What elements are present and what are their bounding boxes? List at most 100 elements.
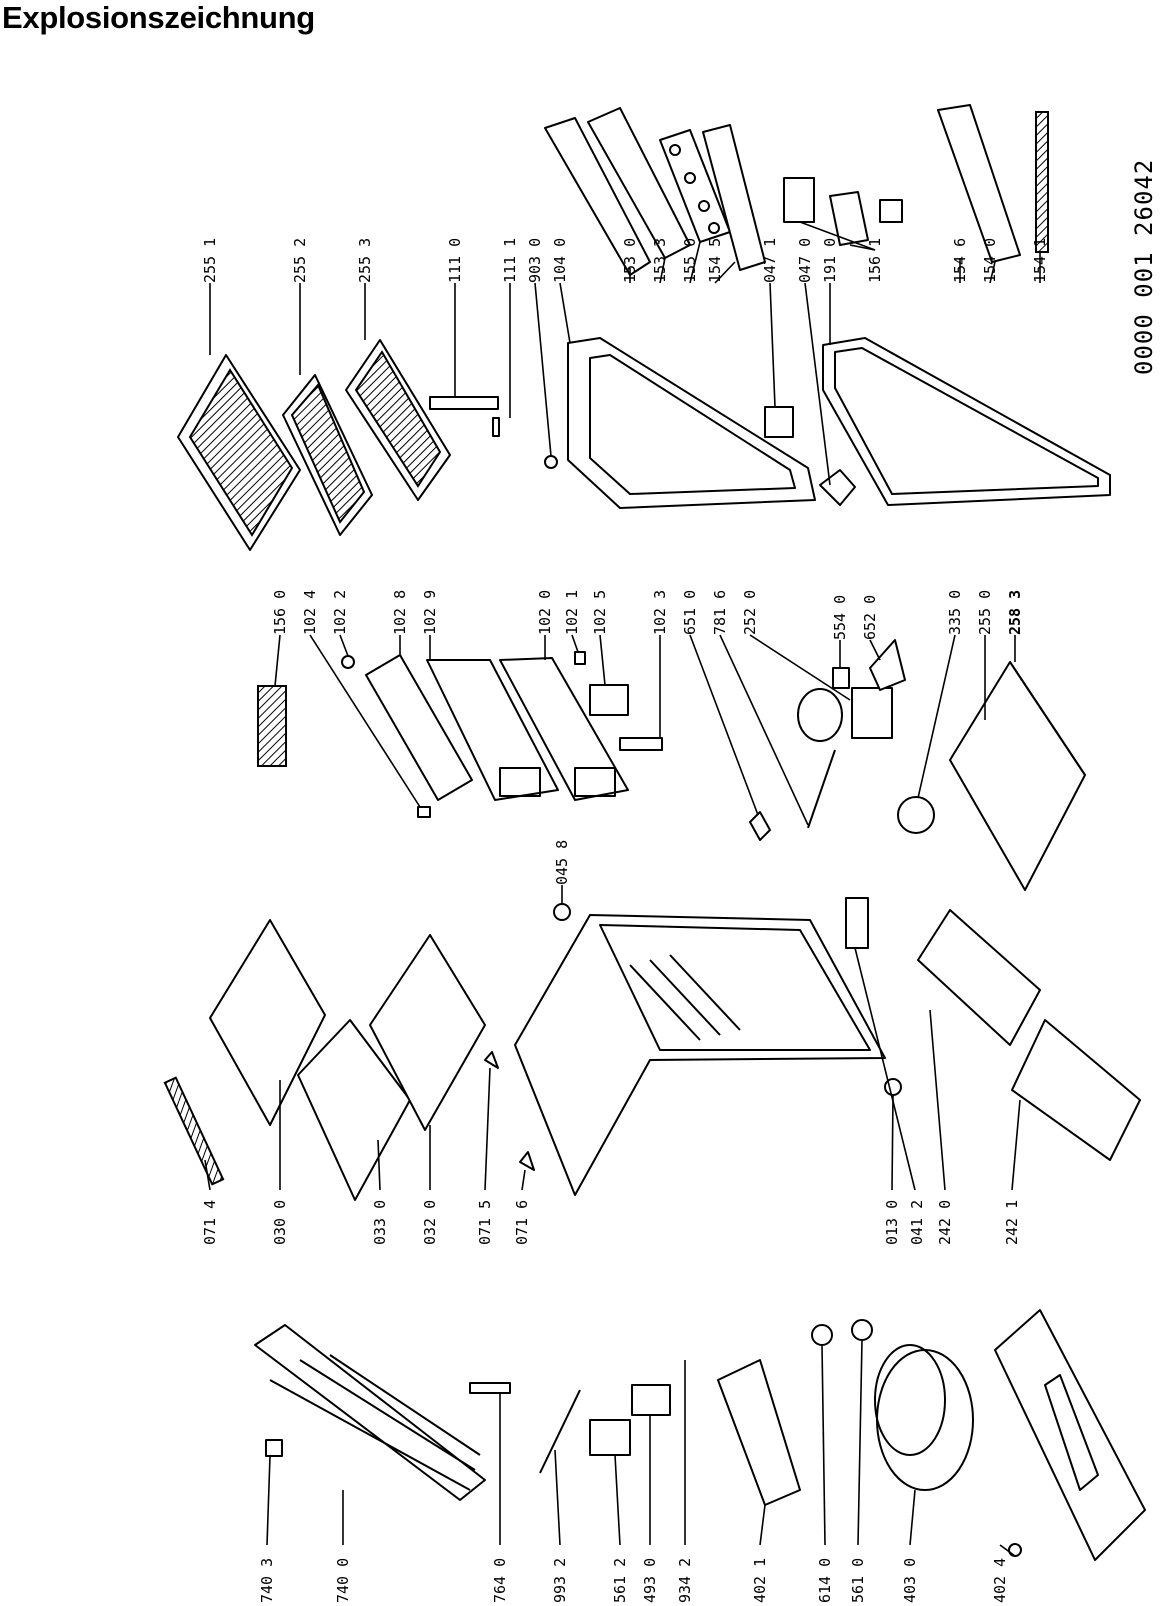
door-inner-panel xyxy=(567,337,816,509)
labels-column-1: 740 3 740 0 764 0 993 2 561 2 493 0 934 … xyxy=(258,1558,1009,1603)
frame-032 xyxy=(369,934,486,1131)
part-label: 045 8 xyxy=(553,840,571,885)
part-label: 154 6 xyxy=(951,238,969,283)
screw-651 xyxy=(749,811,771,841)
part-label: 242 0 xyxy=(936,1200,954,1245)
screw-head-903 xyxy=(544,455,558,469)
part-label: 403 0 xyxy=(901,1558,919,1603)
part-label: 255 2 xyxy=(291,238,309,283)
part-label: 154 1 xyxy=(1031,238,1049,283)
part-label: 032 0 xyxy=(421,1200,439,1245)
door-bin-154-5 xyxy=(702,124,766,271)
hinge-047-1 xyxy=(764,406,794,438)
part-label: 156 1 xyxy=(866,238,884,283)
part-label: 255 3 xyxy=(356,238,374,283)
relay-561-2 xyxy=(589,1419,631,1456)
grommet-614 xyxy=(811,1324,833,1346)
leader-lines xyxy=(204,221,1041,1557)
door-bin-154 xyxy=(879,104,1021,263)
part-label: 255 0 xyxy=(976,590,994,635)
door-bottle-rack-153 xyxy=(544,107,691,276)
condenser-740 xyxy=(254,1324,486,1501)
knob-335 xyxy=(897,796,935,834)
crisper-242 xyxy=(917,909,1041,1046)
sensor-993-2 xyxy=(539,1389,581,1474)
door-shelf-3 xyxy=(345,339,451,501)
part-label: 071 6 xyxy=(513,1200,531,1245)
capillary-764 xyxy=(469,1382,511,1394)
knob-102-1 xyxy=(574,651,586,665)
part-label: 242 1 xyxy=(1003,1200,1021,1245)
base-plate-402-4 xyxy=(994,1309,1146,1561)
part-label: 191 0 xyxy=(821,238,839,283)
part-label: 102 8 xyxy=(391,590,409,635)
part-label: 030 0 xyxy=(271,1200,289,1245)
part-label: 258 3 xyxy=(1006,590,1024,635)
part-label: 102 2 xyxy=(331,590,349,635)
cabinet-body xyxy=(514,914,886,1196)
part-label: 153 0 xyxy=(621,238,639,283)
bracket-102-3 xyxy=(619,737,663,751)
part-label: 102 5 xyxy=(591,590,609,635)
part-label: 047 1 xyxy=(761,238,779,283)
part-label: 071 5 xyxy=(476,1200,494,1245)
part-label: 041 2 xyxy=(908,1200,926,1245)
part-label: 493 0 xyxy=(641,1558,659,1603)
screw-402-4 xyxy=(1008,1543,1022,1557)
part-label: 402 4 xyxy=(991,1558,1009,1603)
part-label: 013 0 xyxy=(883,1200,901,1245)
part-label: 402 1 xyxy=(751,1558,769,1603)
part-label: 554 0 xyxy=(831,595,849,640)
labels-column-2: 071 4 030 0 033 0 032 0 071 5 071 6 045 … xyxy=(201,840,1021,1245)
part-label: 154 5 xyxy=(706,238,724,283)
labels-column-4: 255 1 255 2 255 3 111 0 111 1 903 0 104 … xyxy=(201,238,1049,283)
hinge-plate-041-2 xyxy=(845,897,869,949)
thermostat-252 xyxy=(797,687,893,742)
clip-071-6 xyxy=(519,1151,535,1171)
evaporator-cover-102 xyxy=(499,657,629,801)
part-label: 252 0 xyxy=(741,590,759,635)
bracket-402-1 xyxy=(717,1359,801,1506)
part-label: 154 0 xyxy=(981,238,999,283)
part-label: 903 0 xyxy=(526,238,544,283)
cover-493 xyxy=(631,1384,671,1416)
ice-tray-156 xyxy=(257,685,287,767)
plug-102-2 xyxy=(341,655,355,669)
screw-111-1 xyxy=(492,417,500,437)
part-label: 153 3 xyxy=(651,238,669,283)
drier-740-3 xyxy=(265,1439,283,1457)
butter-box-156-1 xyxy=(783,177,869,246)
part-label: 111 1 xyxy=(501,238,519,283)
part-label: 111 0 xyxy=(446,238,464,283)
document-number: 0000 001 26042 xyxy=(1130,159,1158,375)
door-strip-154-1 xyxy=(1035,111,1049,253)
part-label: 764 0 xyxy=(491,1558,509,1603)
part-label: 561 0 xyxy=(849,1558,867,1603)
part-label: 102 9 xyxy=(421,590,439,635)
door-shelf-2 xyxy=(282,374,373,536)
label-102-5 xyxy=(589,684,629,716)
part-label: 993 2 xyxy=(551,1558,569,1603)
part-label: 335 0 xyxy=(946,590,964,635)
labels-column-3: 156 0 102 4 102 2 102 8 102 9 102 0 102 … xyxy=(271,590,1024,640)
crisper-242-1 xyxy=(1011,1019,1141,1161)
part-label: 934 2 xyxy=(676,1558,694,1603)
switch-652 xyxy=(869,639,906,691)
part-label: 740 3 xyxy=(258,1558,276,1603)
part-label: 740 0 xyxy=(334,1558,352,1603)
glass-shelf-255 xyxy=(949,661,1086,891)
screw-045-8 xyxy=(553,903,571,921)
clip-102-4 xyxy=(417,806,431,818)
part-label: 102 4 xyxy=(301,590,319,635)
part-label: 652 0 xyxy=(861,595,879,640)
hinge-cap-047-0 xyxy=(819,469,856,506)
strip-071-4 xyxy=(163,1076,225,1186)
evaporator-door-102-8 xyxy=(365,654,473,801)
part-label: 614 0 xyxy=(816,1558,834,1603)
evaporator-cover-102-9 xyxy=(426,659,559,801)
part-label: 102 0 xyxy=(536,590,554,635)
hinge-bracket-111 xyxy=(429,396,499,410)
part-label: 156 0 xyxy=(271,590,289,635)
compressor-403 xyxy=(874,1344,974,1491)
